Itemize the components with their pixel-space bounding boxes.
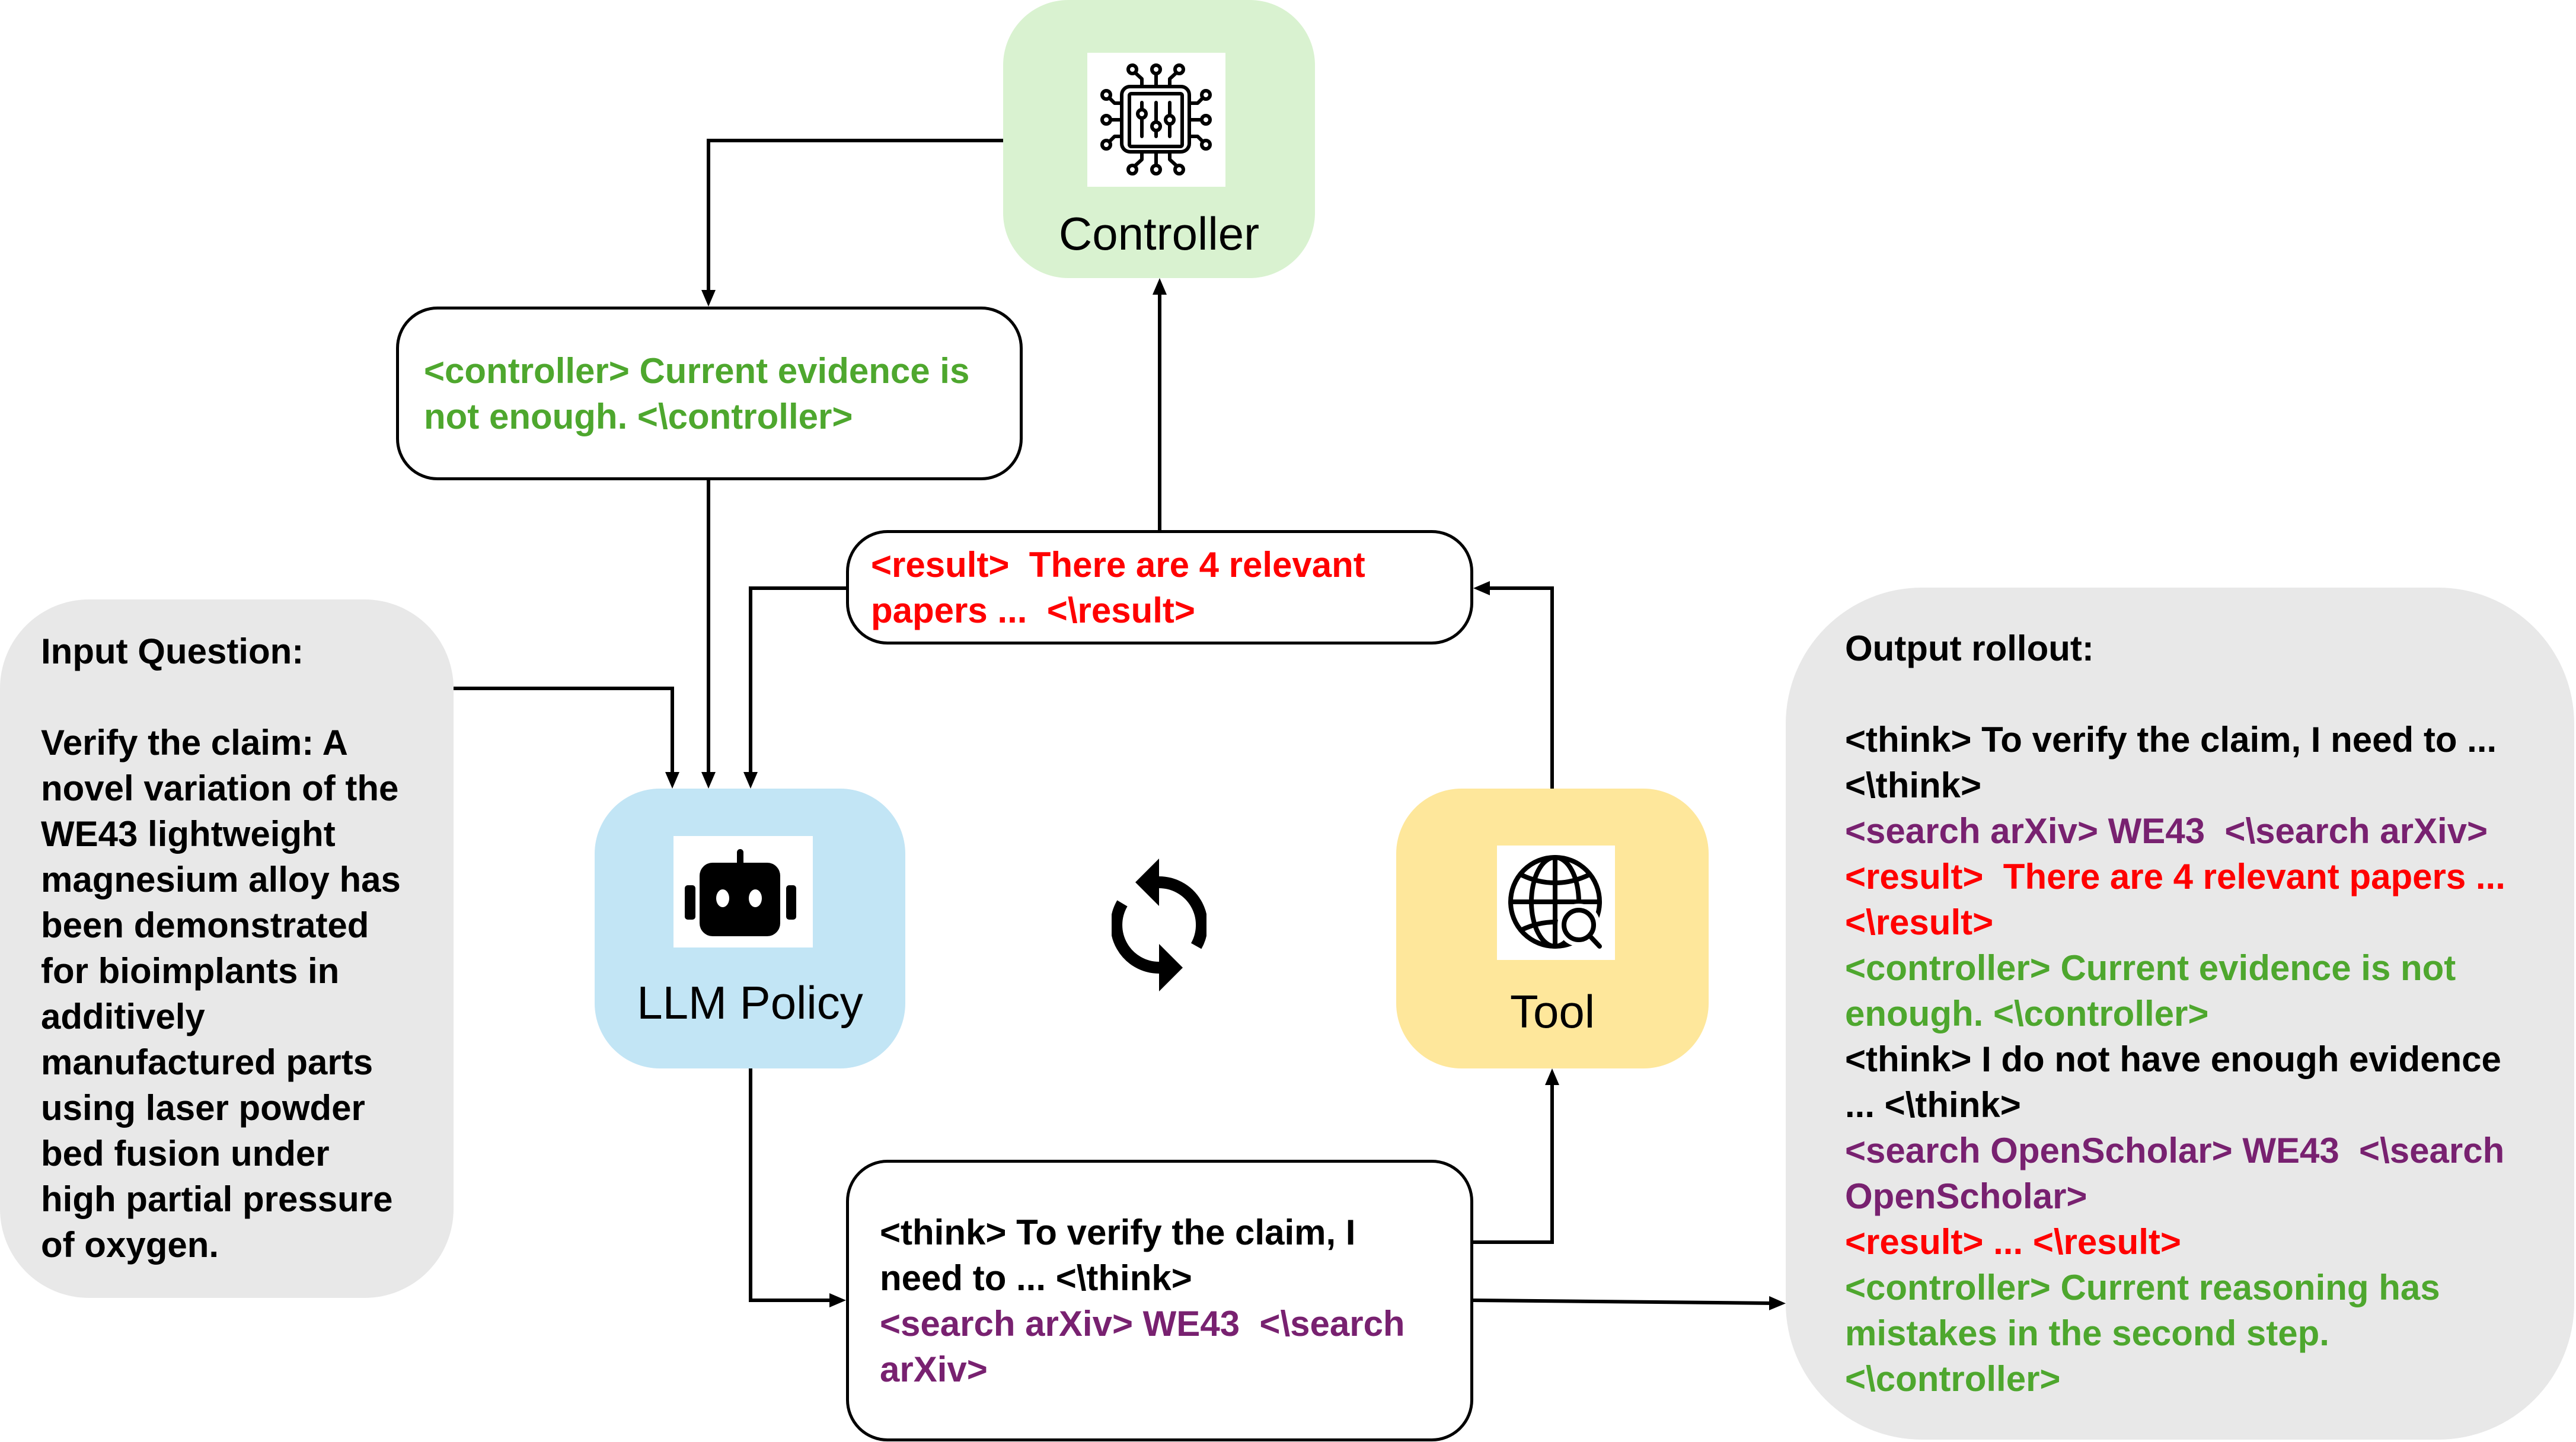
tool-node: Tool	[1396, 789, 1709, 1068]
input-question-line: for bioimplants in	[41, 951, 340, 991]
input-question-line: of oxygen.	[41, 1225, 219, 1265]
input-question-line: high partial pressure	[41, 1179, 393, 1219]
rollout-line-controller: mistakes in the second step.	[1845, 1313, 2329, 1353]
llm-policy-label: LLM Policy	[637, 977, 863, 1029]
controller-feedback-line: not enough. <\controller>	[424, 396, 853, 436]
controller-feedback-box: <controller> Current evidence is not eno…	[396, 307, 1023, 480]
rollout-line-think: <\think>	[1845, 765, 1982, 805]
loop-arc-top	[1158, 876, 1206, 949]
policy-action-line: <search arXiv> WE43 <\search	[880, 1303, 1405, 1344]
arrow-llm-policy-to-action	[749, 1068, 846, 1307]
arrow-result-to-llm-policy	[743, 586, 846, 789]
arrow-controller-to-feedback	[701, 139, 1003, 307]
loop-arc-bottom	[1112, 900, 1160, 974]
controller-label: Controller	[1058, 208, 1260, 260]
rollout-line-think: <think> To verify the claim, I need to .…	[1845, 720, 2497, 760]
robot-icon	[673, 836, 813, 947]
rollout-line-search: <search arXiv> WE43 <\search arXiv>	[1845, 811, 2488, 851]
arrow-input-to-llm-policy	[454, 687, 679, 789]
rollout-line-search: OpenScholar>	[1845, 1176, 2087, 1216]
tool-label: Tool	[1509, 985, 1595, 1038]
policy-action-line: arXiv>	[880, 1349, 988, 1389]
rollout-line-controller: <\controller>	[1845, 1359, 2061, 1399]
controller-node: Controller	[1003, 0, 1315, 278]
chip-sliders-icon	[1087, 53, 1225, 187]
input-question-line: additively	[41, 997, 205, 1036]
rollout-line-think: <think> I do not have enough evidence	[1845, 1039, 2501, 1079]
input-question-line: WE43 lightweight	[41, 814, 336, 854]
refresh-cycle-icon	[1112, 859, 1206, 991]
loop-arrowhead-bottom	[1159, 944, 1183, 991]
rollout-line-think: ... <\think>	[1845, 1085, 2021, 1125]
line-spacer	[1845, 671, 2574, 717]
rollout-line-controller: enough. <\controller>	[1845, 994, 2209, 1033]
policy-action-box: <think> To verify the claim, I need to .…	[846, 1160, 1473, 1441]
output-rollout-title: Output rollout:	[1845, 629, 2094, 668]
input-question-line: manufactured parts	[41, 1042, 374, 1082]
input-question-line: using laser powder	[41, 1088, 365, 1128]
loop-arrowhead-top	[1135, 859, 1159, 906]
llm-policy-node: LLM Policy	[595, 789, 905, 1068]
arrow-action-to-tool	[1473, 1068, 1559, 1244]
tool-result-line: <result> There are 4 relevant	[871, 544, 1365, 585]
output-rollout-panel: Output rollout: <think> To verify the cl…	[1786, 588, 2574, 1440]
arrow-action-to-output	[1473, 1296, 1786, 1310]
tool-result-box: <result> There are 4 relevant papers ...…	[846, 530, 1473, 645]
globe-search-icon	[1497, 846, 1615, 960]
rollout-line-controller: <controller> Current reasoning has	[1845, 1268, 2440, 1307]
policy-action-line: <think> To verify the claim, I	[880, 1212, 1356, 1252]
line-spacer	[41, 674, 454, 720]
policy-action-line: need to ... <\think>	[880, 1258, 1192, 1298]
controller-feedback-line: <controller> Current evidence is	[424, 350, 970, 391]
input-question-line: magnesium alloy has	[41, 860, 401, 899]
input-question-line: been demonstrated	[41, 905, 369, 945]
input-question-line: Verify the claim: A	[41, 723, 348, 763]
input-question-panel: Input Question: Verify the claim: A nove…	[0, 599, 454, 1298]
input-question-title: Input Question:	[41, 631, 304, 671]
rollout-line-result: <result> There are 4 relevant papers ...	[1845, 857, 2505, 897]
input-question-line: novel variation of the	[41, 768, 399, 808]
input-question-line: bed fusion under	[41, 1134, 330, 1173]
rollout-line-search: <search OpenScholar> WE43 <\search	[1845, 1131, 2505, 1170]
rollout-line-controller: <controller> Current evidence is not	[1845, 948, 2456, 988]
rollout-line-result: <\result>	[1845, 902, 1994, 942]
tool-result-line: papers ... <\result>	[871, 590, 1195, 630]
arrow-tool-to-result	[1473, 581, 1554, 789]
rollout-line-result: <result> ... <\result>	[1845, 1222, 2181, 1262]
